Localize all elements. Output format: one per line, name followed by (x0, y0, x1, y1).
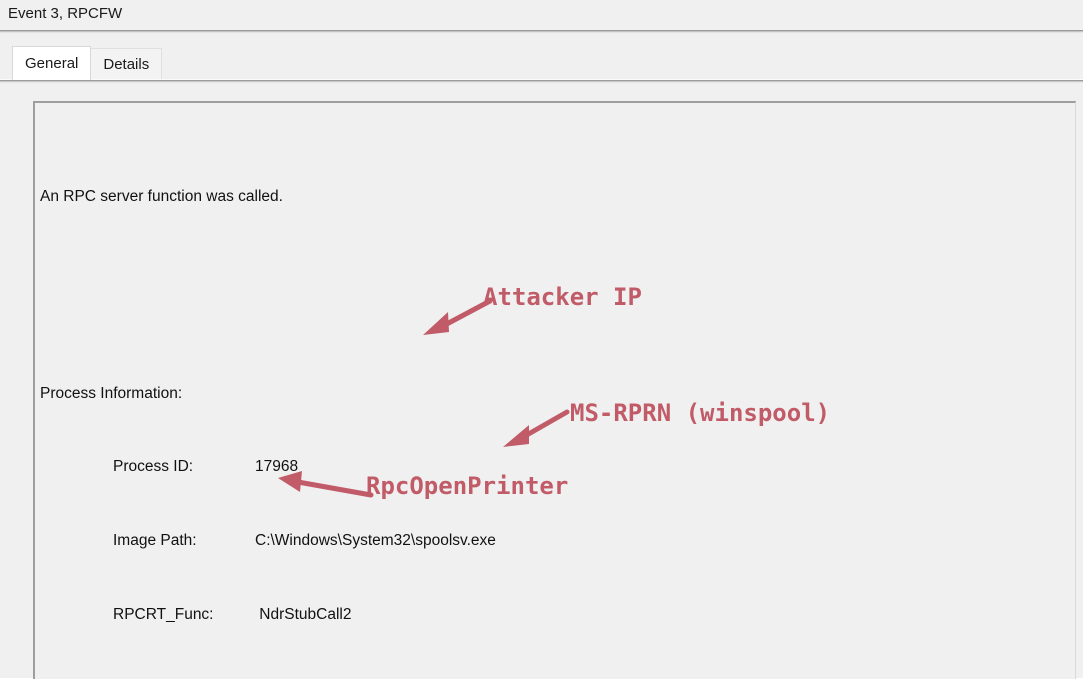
label-rpcrt-func: RPCRT_Func: (113, 605, 214, 623)
value-image-path: C:\Windows\System32\spoolsv.exe (255, 532, 496, 550)
annotation-arrow-ms-rprn (503, 409, 570, 447)
titlebar-separator (0, 30, 1083, 33)
value-process-id: 17968 (255, 458, 299, 476)
tab-general[interactable]: General (12, 46, 92, 80)
annotation-arrow-attacker-ip (423, 298, 493, 335)
annotation-arrow-rpc-open-printer (278, 471, 374, 498)
label-image-path: Image Path: (113, 532, 197, 550)
tab-general-label: General (25, 55, 79, 72)
section-heading-process: Process Information: (40, 384, 183, 402)
annotation-label-ms-rprn: MS-RPRN (winspool) (570, 399, 831, 427)
event-detail-panel[interactable]: An RPC server function was called. Proce… (33, 101, 1076, 679)
value-rpcrt-func: NdrStubCall2 (255, 605, 352, 623)
tab-details-label: Details (103, 55, 150, 73)
annotation-label-rpc-open-printer: RpcOpenPrinter (366, 472, 569, 500)
detail-summary: An RPC server function was called. (40, 187, 283, 205)
detail-row-process-id: Process ID: 17968 (40, 455, 619, 480)
tab-row: General Details (12, 45, 163, 80)
spacer (40, 259, 619, 284)
window-title: Event 3, RPCFW (8, 5, 123, 22)
label-process-id: Process ID: (113, 458, 194, 476)
window-titlebar: Event 3, RPCFW (0, 0, 1083, 30)
tab-details[interactable]: Details (91, 48, 163, 79)
annotation-label-attacker-ip: Attacker IP (483, 283, 642, 311)
event-detail-text: An RPC server function was called. Proce… (40, 111, 619, 679)
detail-row-rpcrt-func: RPCRT_Func: NdrStubCall2 (40, 603, 619, 628)
tabstrip-bottom-separator (0, 80, 1083, 83)
detail-row-image-path: Image Path: C:\Windows\System32\spoolsv.e… (40, 529, 619, 554)
tab-strip: General Details (0, 33, 1083, 83)
